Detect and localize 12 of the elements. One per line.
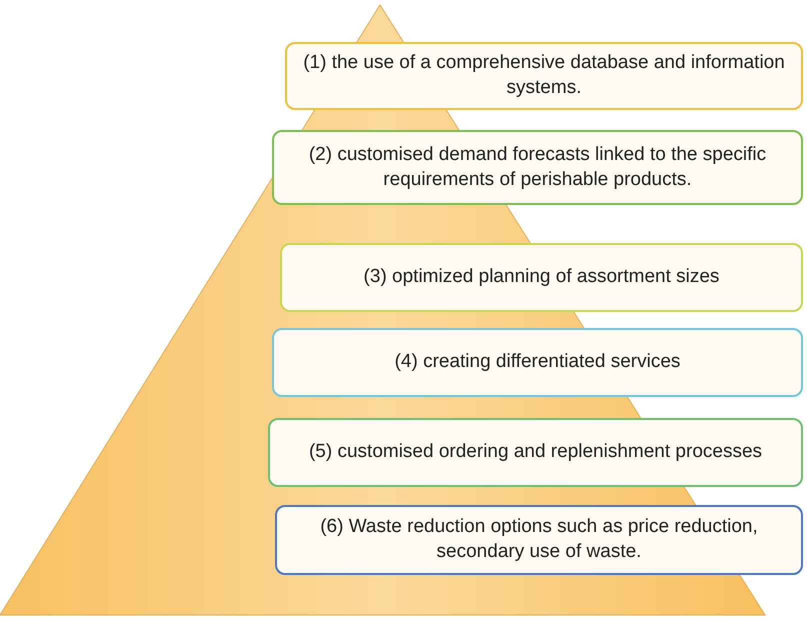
text-box [275,505,803,575]
text-box [272,130,803,205]
box-text: (1) the use of a comprehensive database and information systems. [302,51,786,100]
box-text: (4) creating differentiated services [394,350,680,374]
box-text: (5) customised ordering and replenishment processes [308,440,762,464]
box-text: (3) optimized planning of assortment sizes [364,265,720,290]
text-box [285,42,803,110]
text-box [280,243,803,312]
text-box [268,418,803,487]
box-text: (6) Waste reduction options such as price reduction, secondary use of waste. [319,515,759,564]
box-text: (2) customised demand forecasts linked to the specific requirements of perishable products. [308,142,768,192]
text-box [272,328,803,397]
